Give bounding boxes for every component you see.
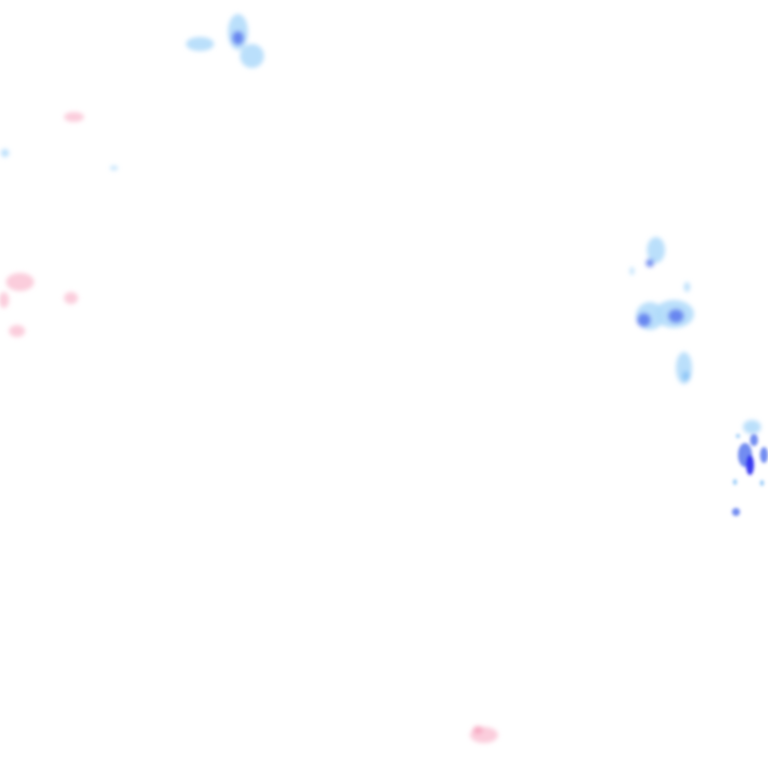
precipitation-blob [733,479,737,485]
precipitation-blob [6,273,34,291]
precipitation-blob [64,292,78,304]
precipitation-blob [682,371,690,381]
precipitation-blob [1,149,9,157]
rain-cell-intense-right [732,434,768,516]
precipitation-blob [760,480,764,486]
precipitation-blob [240,44,264,68]
precipitation-blob [473,726,483,734]
precipitation-blob [743,420,761,434]
mix-cell-top-left [1,112,118,170]
rain-cell-right [630,237,694,384]
precipitation-blob [736,434,740,438]
precipitation-blob [746,455,754,475]
precipitation-blob [732,508,740,516]
precipitation-blob [186,37,214,51]
precipitation-blob [630,267,634,275]
precipitation-blob [684,282,690,292]
precipitation-blob [0,292,9,308]
precipitation-blob [647,237,665,263]
mix-cell-bottom [470,726,498,743]
precipitation-blob [646,259,654,267]
precipitation-blob [750,434,758,446]
precipitation-blob [760,447,768,463]
rain-cell-top [186,14,264,68]
precipitation-blob [637,313,651,327]
precipitation-blob [668,309,684,323]
precipitation-blob [232,31,244,45]
mix-cell-left [0,273,78,337]
precipitation-blob [64,112,84,122]
precipitation-blob [110,166,118,170]
precipitation-blob [9,325,25,337]
